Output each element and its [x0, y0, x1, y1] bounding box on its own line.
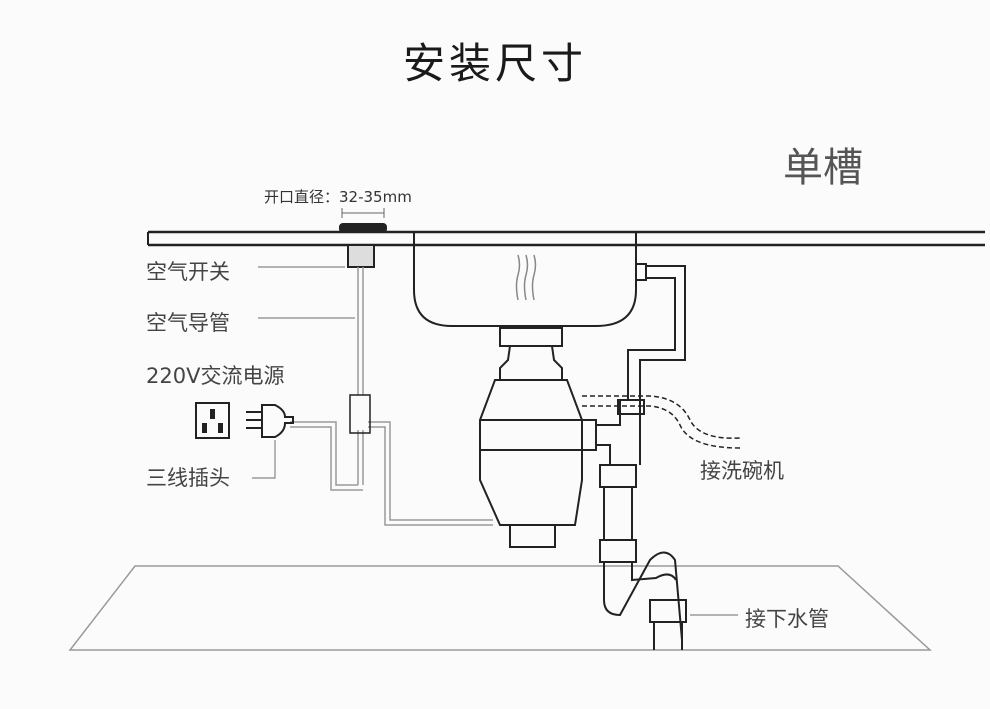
- cabinet-floor: [68, 565, 932, 651]
- sink-type-label: 单槽: [783, 145, 863, 191]
- dishwasher-label: 接洗碗机: [700, 459, 784, 483]
- air-tube-label: 空气导管: [146, 311, 230, 335]
- air-switch-label: 空气开关: [146, 260, 230, 284]
- power-label: 220V交流电源: [146, 364, 285, 388]
- drain-pipes: [596, 399, 687, 650]
- opening-diameter-label: 开口直径：32-35mm: [264, 188, 412, 206]
- plug-icon: [246, 404, 294, 438]
- garbage-disposer: [479, 327, 597, 548]
- water-flow: [515, 254, 537, 301]
- dishwasher-hose: [582, 395, 741, 449]
- diagram-title: 安装尺寸: [402, 39, 587, 88]
- air-switch: [339, 208, 387, 268]
- countertop: [147, 230, 985, 247]
- leader-lines: [252, 266, 738, 616]
- control-box: [349, 394, 371, 434]
- wall-outlet-icon: [195, 402, 230, 439]
- plug-label: 三线插头: [146, 466, 230, 490]
- air-tube: [290, 267, 493, 526]
- drain-label: 接下水管: [745, 607, 829, 631]
- overflow-pipe: [617, 263, 686, 415]
- sink-basin: [413, 232, 637, 327]
